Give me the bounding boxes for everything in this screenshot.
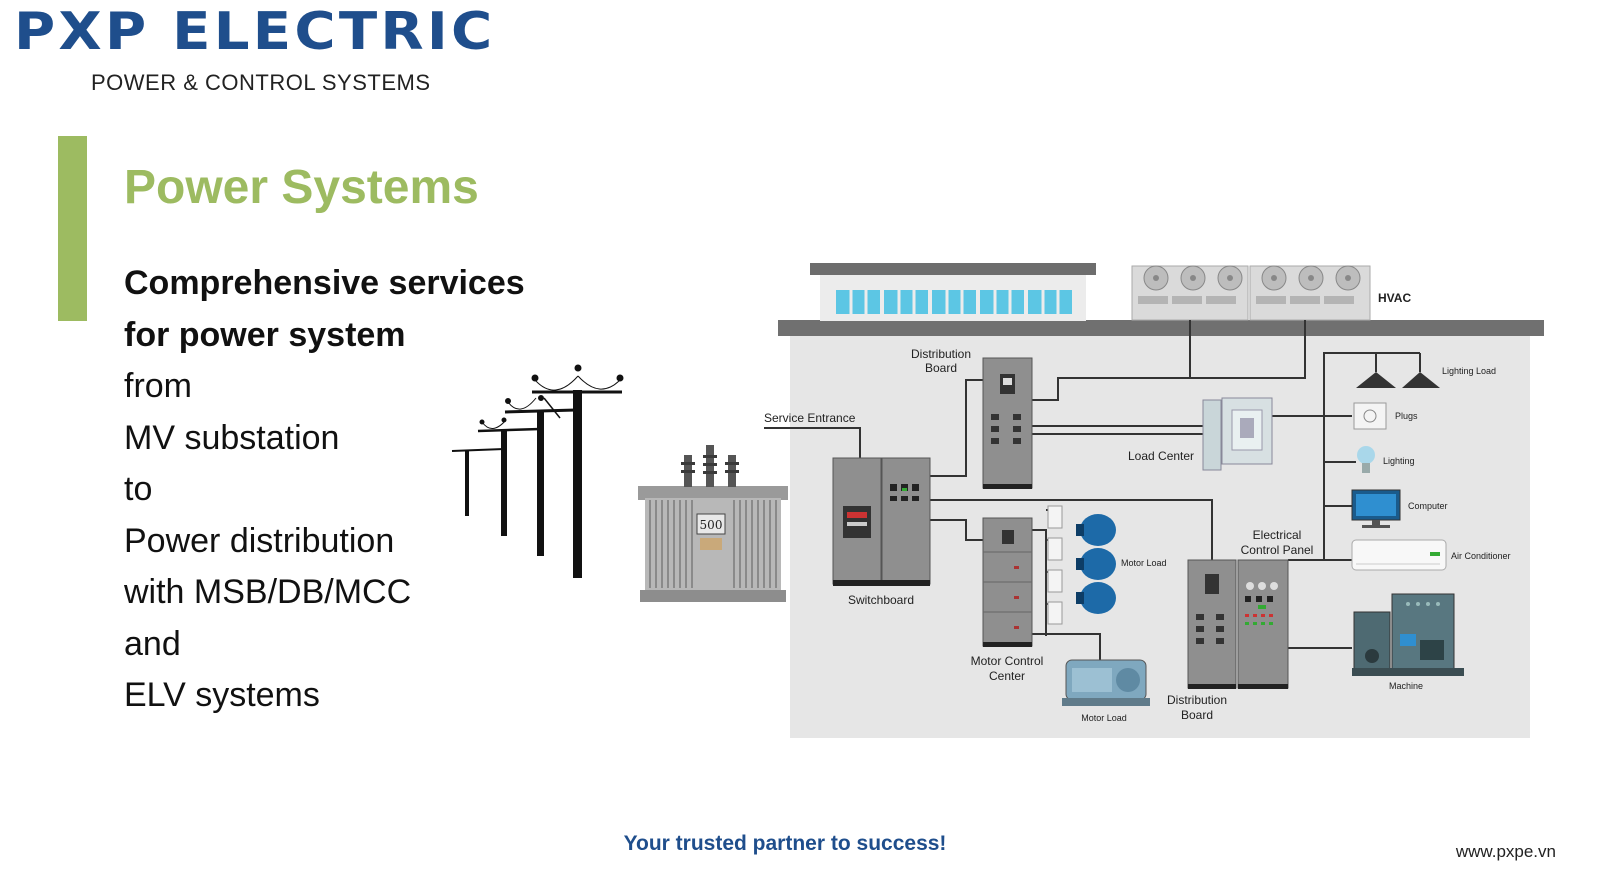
body-line: Comprehensive services bbox=[124, 264, 525, 302]
body-line: and bbox=[124, 624, 181, 663]
lightbulb-icon bbox=[1357, 446, 1375, 473]
accent-bar bbox=[58, 136, 87, 321]
motor-load-bottom-label: Motor Load bbox=[1081, 713, 1127, 723]
distribution-board-top-label-1: Distribution bbox=[911, 347, 971, 361]
load-center-label: Load Center bbox=[1128, 449, 1194, 463]
electrical-control-panel-label-2: Control Panel bbox=[1241, 543, 1314, 557]
distribution-board-bottom-label-1: Distribution bbox=[1167, 693, 1227, 707]
motor-control-center-icon bbox=[982, 517, 1033, 647]
electrical-control-panel-label-1: Electrical bbox=[1253, 528, 1302, 542]
transformer-icon: 500 bbox=[638, 445, 788, 602]
motor-starters-icon bbox=[1047, 505, 1063, 625]
electrical-control-panel-icon bbox=[1237, 559, 1289, 689]
transformer-plate: 500 bbox=[700, 518, 723, 532]
footer-website: www.pxpe.vn bbox=[1455, 842, 1556, 861]
section-title: Power Systems bbox=[124, 161, 479, 214]
service-entrance-label: Service Entrance bbox=[764, 411, 856, 425]
machine-icon bbox=[1352, 593, 1464, 676]
distribution-board-bottom-label-2: Board bbox=[1181, 708, 1213, 722]
body-line: to bbox=[124, 470, 153, 508]
pump-icon bbox=[1062, 659, 1150, 706]
motor-control-center-label-1: Motor Control bbox=[971, 654, 1044, 668]
building-roof bbox=[778, 320, 1544, 336]
lighting-load-icon bbox=[1356, 372, 1440, 388]
body-line: Power distribution bbox=[124, 521, 395, 560]
body-line: from bbox=[124, 367, 192, 405]
body-line: with MSB/DB/MCC bbox=[124, 573, 412, 611]
computer-label: Computer bbox=[1408, 501, 1448, 511]
lighting-load-label: Lighting Load bbox=[1442, 366, 1496, 376]
air-conditioner-icon bbox=[1351, 539, 1447, 571]
brand-logo: PXP ELECTRIC bbox=[14, 2, 496, 62]
motor-load-right-label: Motor Load bbox=[1121, 558, 1167, 568]
air-conditioner-label: Air Conditioner bbox=[1451, 551, 1511, 561]
footer-tagline: Your trusted partner to success! bbox=[623, 832, 947, 855]
roof-skylight bbox=[810, 263, 1096, 321]
body-line: for power system bbox=[124, 315, 406, 354]
hvac-units-icon bbox=[1131, 265, 1371, 321]
plugs-label: Plugs bbox=[1395, 411, 1418, 421]
lighting-label: Lighting bbox=[1383, 456, 1415, 466]
computer-icon bbox=[1351, 489, 1401, 528]
distribution-board-bottom-icon bbox=[1187, 559, 1237, 689]
distribution-board-top-label-2: Board bbox=[925, 361, 957, 375]
switchboard-icon bbox=[832, 457, 931, 586]
load-center-icon bbox=[1202, 397, 1273, 471]
utility-poles-icon bbox=[451, 364, 624, 578]
plug-icon bbox=[1353, 402, 1387, 430]
motor-control-center-label-2: Center bbox=[989, 669, 1025, 683]
machine-label: Machine bbox=[1389, 681, 1423, 691]
hvac-label: HVAC bbox=[1378, 291, 1411, 305]
body-line: ELV systems bbox=[124, 676, 320, 714]
switchboard-label: Switchboard bbox=[848, 593, 914, 607]
brand-subtitle: POWER & CONTROL SYSTEMS bbox=[91, 70, 431, 95]
wiring bbox=[764, 320, 1421, 660]
section-body: Comprehensive services for power system … bbox=[124, 258, 594, 722]
body-line: MV substation bbox=[124, 418, 340, 457]
motor-icon bbox=[1080, 514, 1116, 614]
distribution-board-top-icon bbox=[982, 357, 1033, 489]
